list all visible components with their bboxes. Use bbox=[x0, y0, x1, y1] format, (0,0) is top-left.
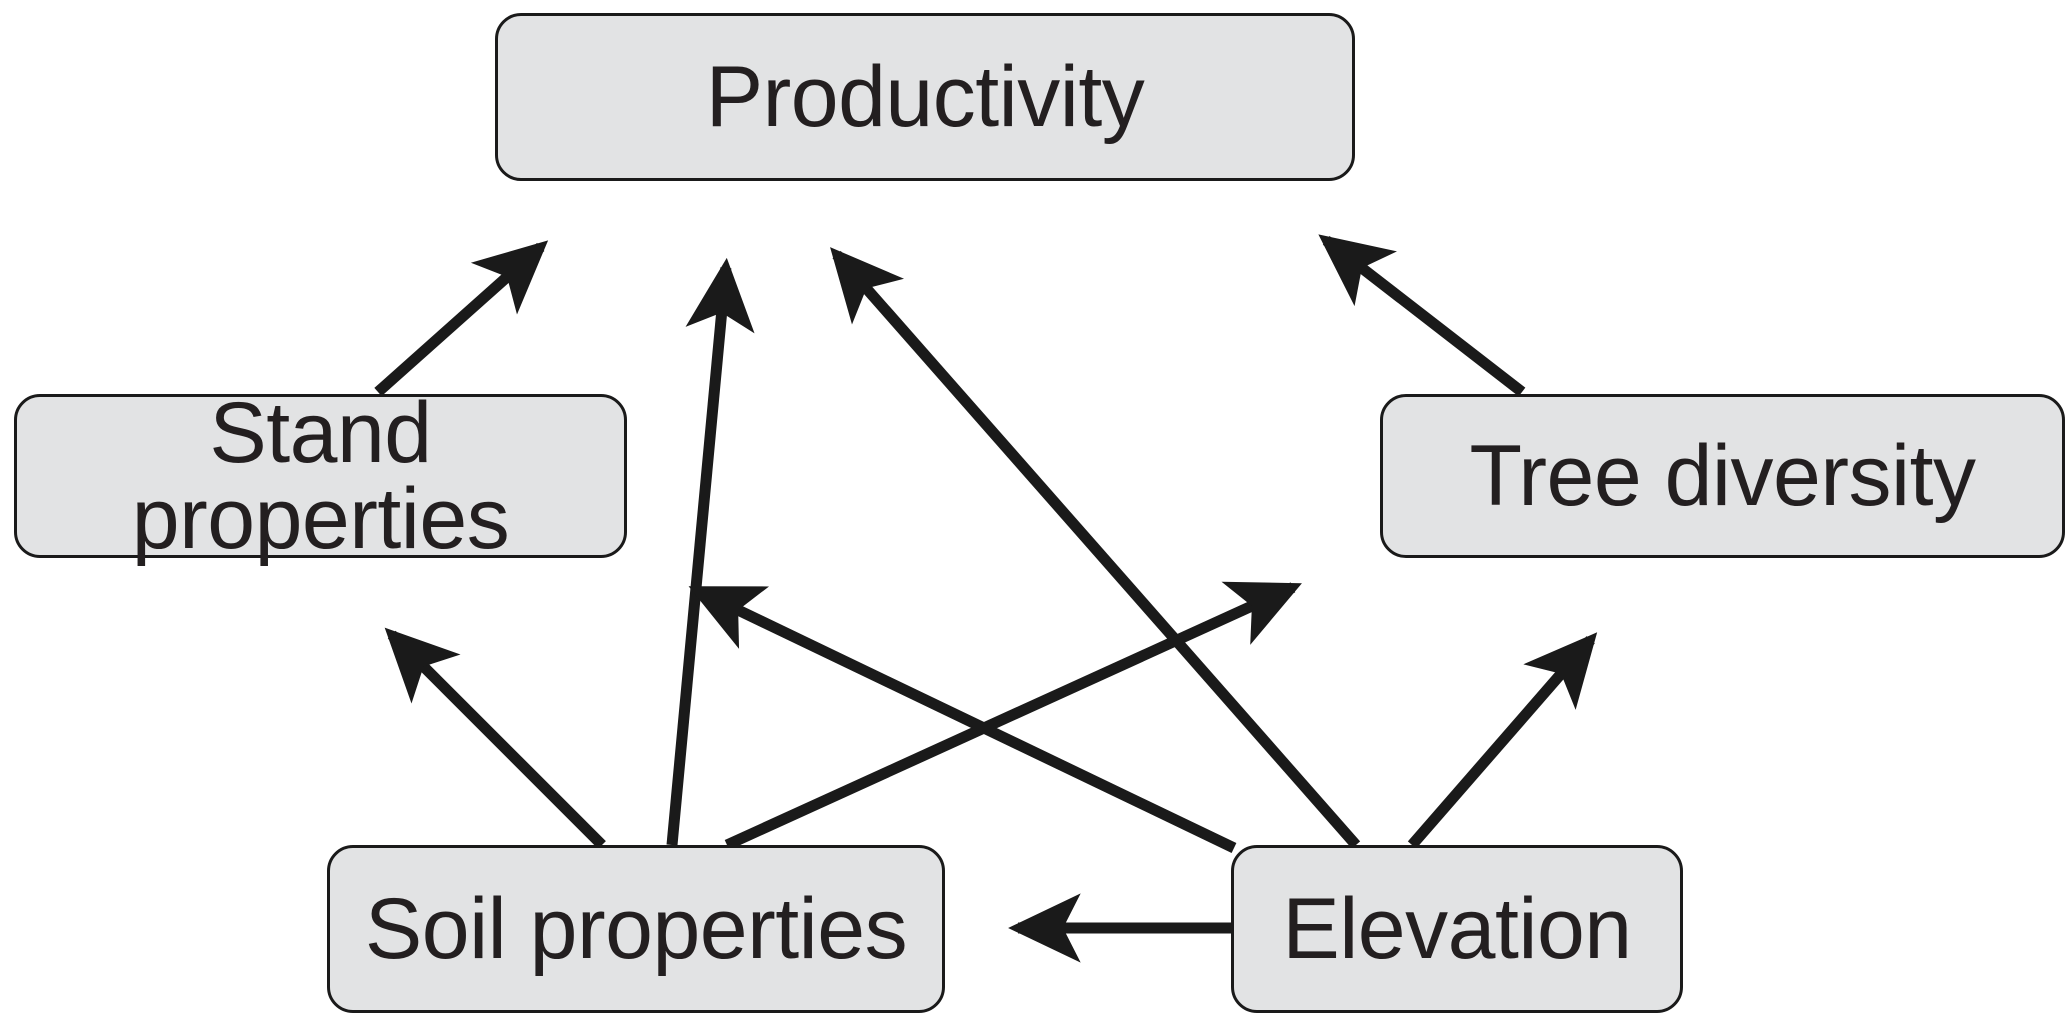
node-soil-properties[interactable]: Soil properties bbox=[327, 845, 945, 1013]
edge-stand-to-productivity bbox=[374, 240, 549, 397]
edge-elevation-to-treediversity bbox=[1407, 632, 1598, 849]
edges-group bbox=[374, 234, 1598, 963]
edge-soil-to-treediversity bbox=[724, 581, 1302, 851]
edge-treediv-to-productivity bbox=[1318, 234, 1526, 397]
node-tree-diversity-label: Tree diversity bbox=[1469, 428, 1976, 524]
node-stand-properties[interactable]: Stand properties bbox=[14, 390, 627, 562]
node-elevation[interactable]: Elevation bbox=[1231, 845, 1683, 1013]
node-stand-properties-label: Stand properties bbox=[131, 385, 510, 567]
node-productivity-label: Productivity bbox=[705, 49, 1145, 145]
node-productivity[interactable]: Productivity bbox=[495, 13, 1355, 181]
edge-elevation-to-productivity bbox=[830, 247, 1361, 849]
edge-soil-to-stand bbox=[384, 627, 606, 849]
node-tree-diversity[interactable]: Tree diversity bbox=[1380, 394, 2065, 558]
node-soil-properties-label: Soil properties bbox=[364, 881, 908, 977]
edge-elevation-to-stand bbox=[688, 585, 1237, 853]
node-elevation-label: Elevation bbox=[1282, 881, 1632, 977]
edge-soil-to-productivity bbox=[666, 257, 755, 846]
